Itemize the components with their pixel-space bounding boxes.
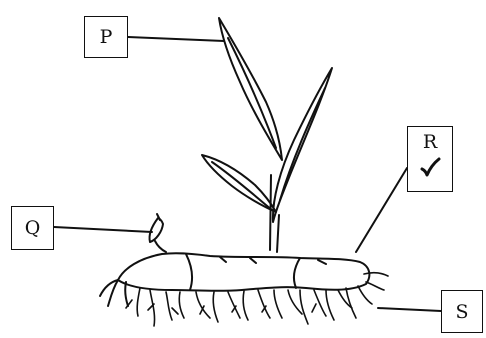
leader-line-q — [54, 227, 152, 232]
label-q-text: Q — [25, 217, 41, 239]
leader-line-p — [128, 37, 224, 41]
bud — [149, 214, 166, 252]
label-s: S — [441, 290, 483, 333]
shoot-leaves — [202, 18, 332, 252]
rhizome — [100, 253, 369, 306]
leader-line-r — [356, 168, 407, 252]
roots — [126, 273, 388, 326]
stem — [270, 175, 271, 250]
label-s-text: S — [455, 301, 468, 323]
label-q: Q — [11, 206, 54, 250]
label-r-text: R — [423, 131, 437, 153]
label-p-text: P — [100, 26, 113, 48]
label-r: R — [407, 126, 453, 192]
check-mark-icon — [419, 157, 441, 177]
leader-line-s — [378, 308, 441, 311]
label-p: P — [84, 16, 128, 58]
